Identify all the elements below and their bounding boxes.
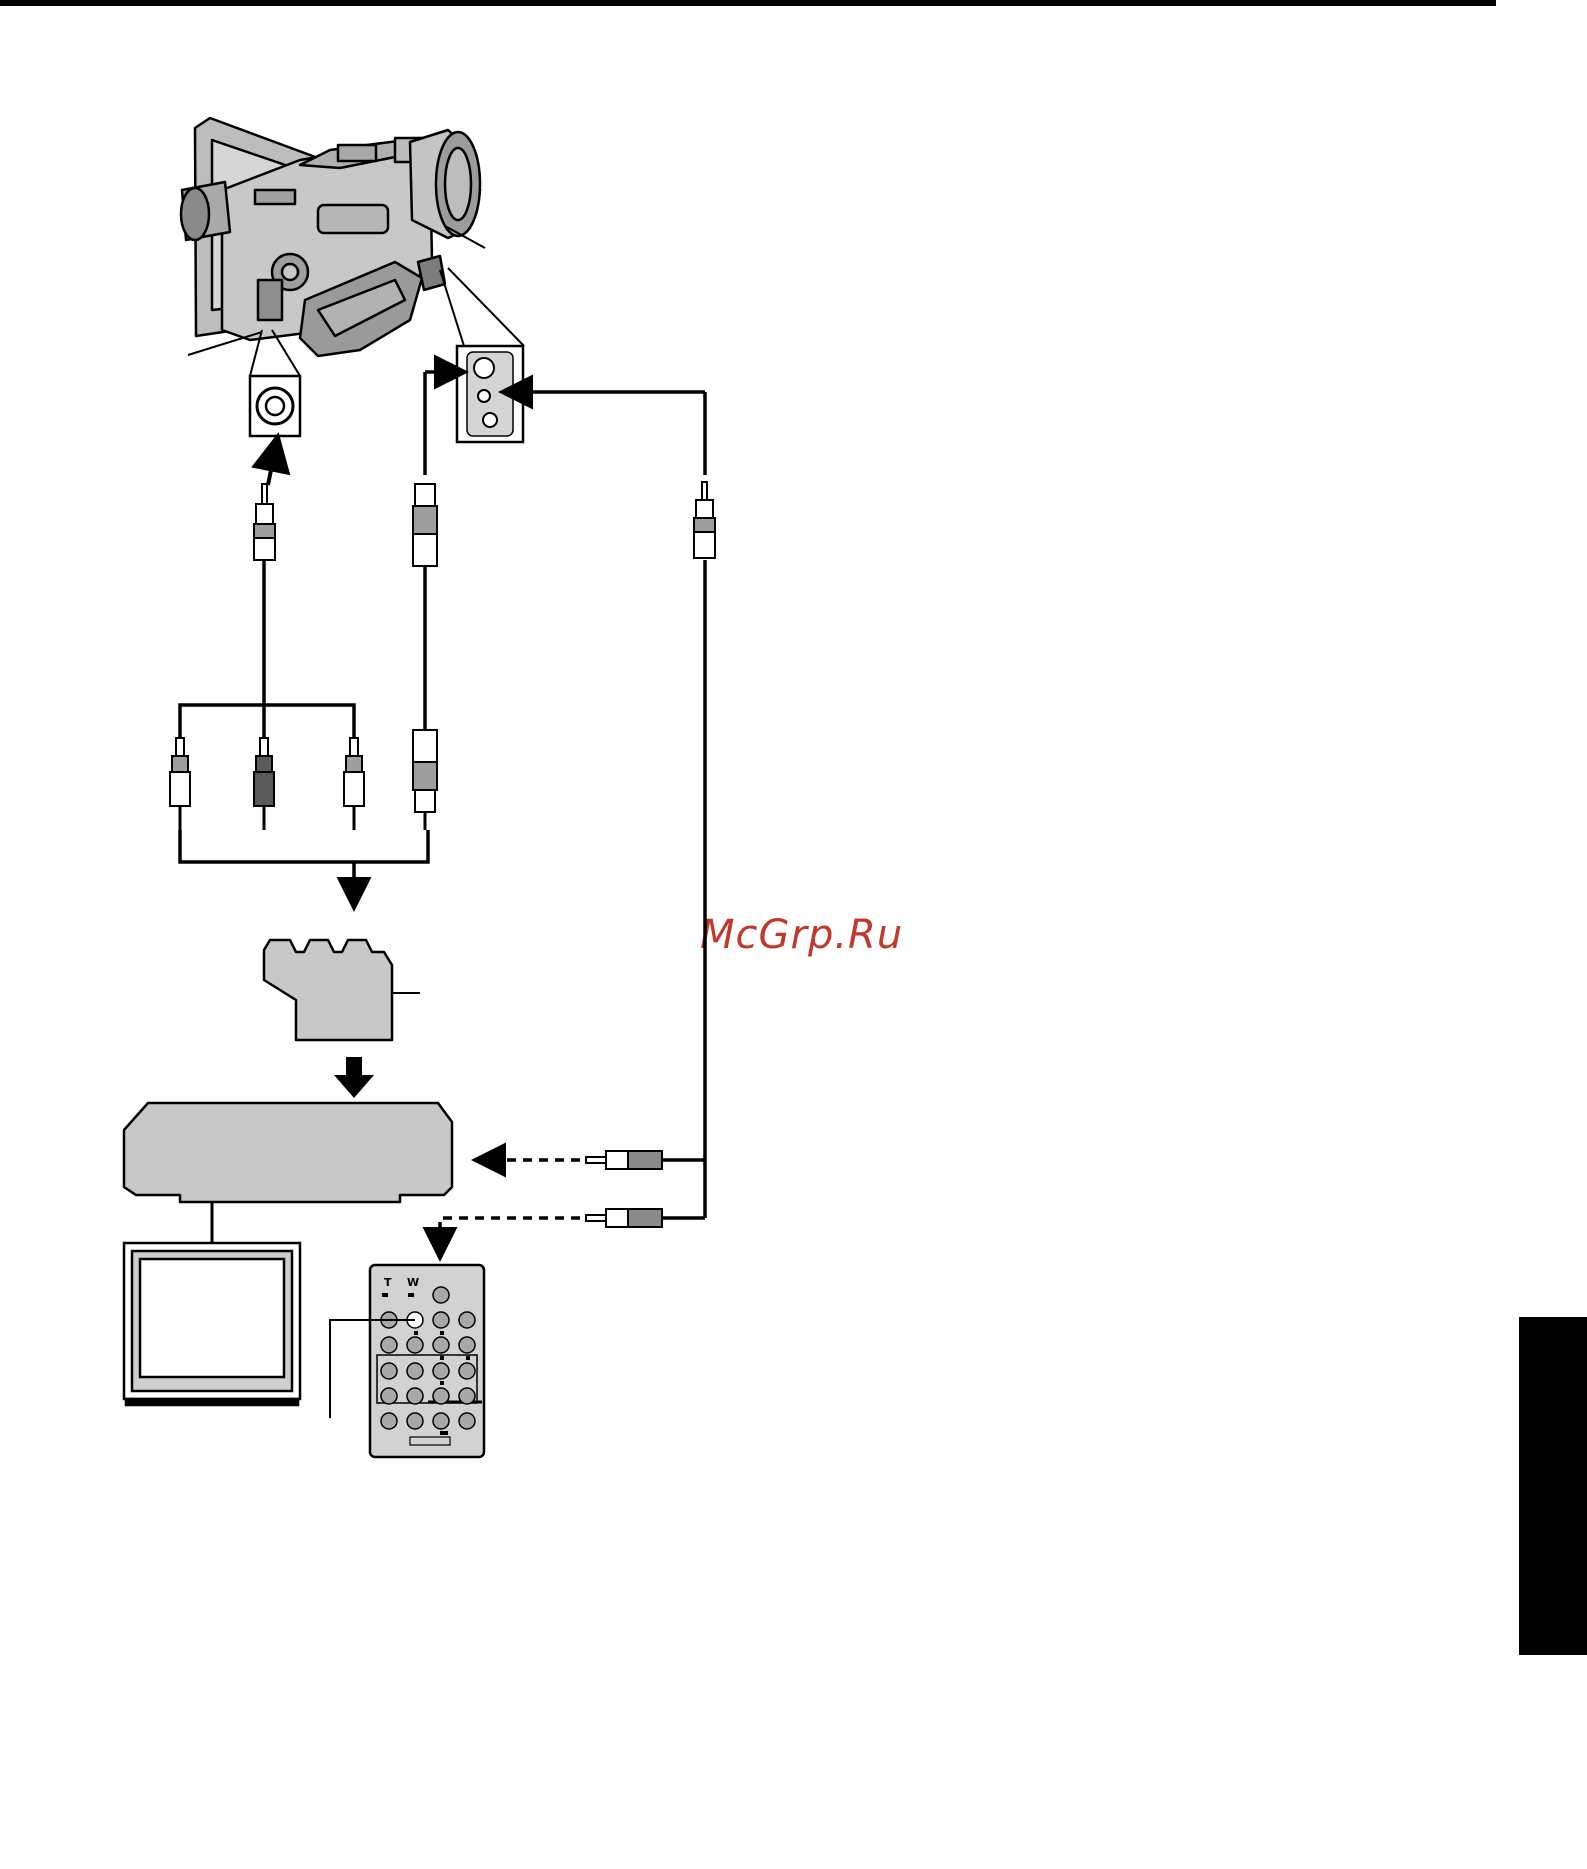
pause-plug-remote: [586, 1209, 662, 1227]
av-jack-inset: [250, 376, 300, 436]
tv-icon: [124, 1243, 300, 1405]
camcorder-icon: [181, 118, 480, 356]
dashed-arrow-to-remote: [440, 1218, 580, 1255]
rca-plug-left: [170, 738, 190, 830]
remote-wide-label: W: [407, 1276, 419, 1289]
s-video-jack-icon: [474, 358, 494, 378]
edit-minijack-plug: [694, 482, 715, 558]
av-cable: [264, 440, 277, 705]
av-minijack-plug: [254, 484, 275, 560]
remote-tele-label: T: [384, 1276, 392, 1289]
edit-cable: [505, 392, 705, 1218]
rca-plug-right: [344, 738, 364, 830]
adapter-to-vcr-arrow: [334, 1057, 374, 1098]
headphone-jack-icon: [483, 413, 497, 427]
vcr-icon: [124, 1103, 452, 1202]
pause-plug-vcr: [586, 1151, 662, 1169]
edit-jack-icon: [478, 390, 490, 402]
jack-panel-inset: [457, 346, 523, 442]
remote-control-icon: T W: [370, 1265, 484, 1457]
inset-leader-left-2: [272, 330, 300, 376]
scart-adapter-icon: [264, 940, 392, 1040]
collector-bar: [180, 830, 428, 862]
s-video-plug-top: [413, 484, 437, 566]
rca-branch-bar: [180, 705, 354, 738]
s-video-plug-bottom: [413, 730, 437, 830]
rca-plug-middle: [254, 738, 274, 830]
top-rule: [0, 0, 1496, 6]
